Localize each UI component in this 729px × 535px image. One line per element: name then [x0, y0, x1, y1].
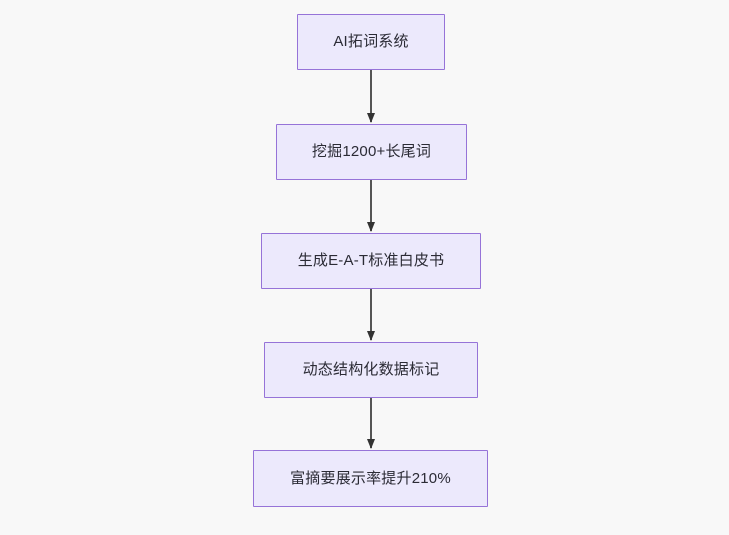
flowchart-node-1-label: AI拓词系统 [333, 33, 409, 50]
flowchart-node-4-label: 动态结构化数据标记 [302, 361, 440, 378]
flowchart-node-5-label: 富摘要展示率提升210% [290, 469, 451, 487]
flowchart-node-3-label: 生成E-A-T标准白皮书 [297, 252, 445, 269]
flowchart-node-2-label: 挖掘1200+长尾词 [311, 143, 432, 160]
flowchart-node-5[interactable]: 富摘要展示率提升210% [253, 450, 488, 507]
flowchart-node-4[interactable]: 动态结构化数据标记 [264, 342, 478, 398]
flowchart-node-2[interactable]: 挖掘1200+长尾词 [276, 124, 467, 180]
flowchart-node-1[interactable]: AI拓词系统 [297, 14, 445, 70]
flowchart-node-3[interactable]: 生成E-A-T标准白皮书 [261, 233, 481, 289]
